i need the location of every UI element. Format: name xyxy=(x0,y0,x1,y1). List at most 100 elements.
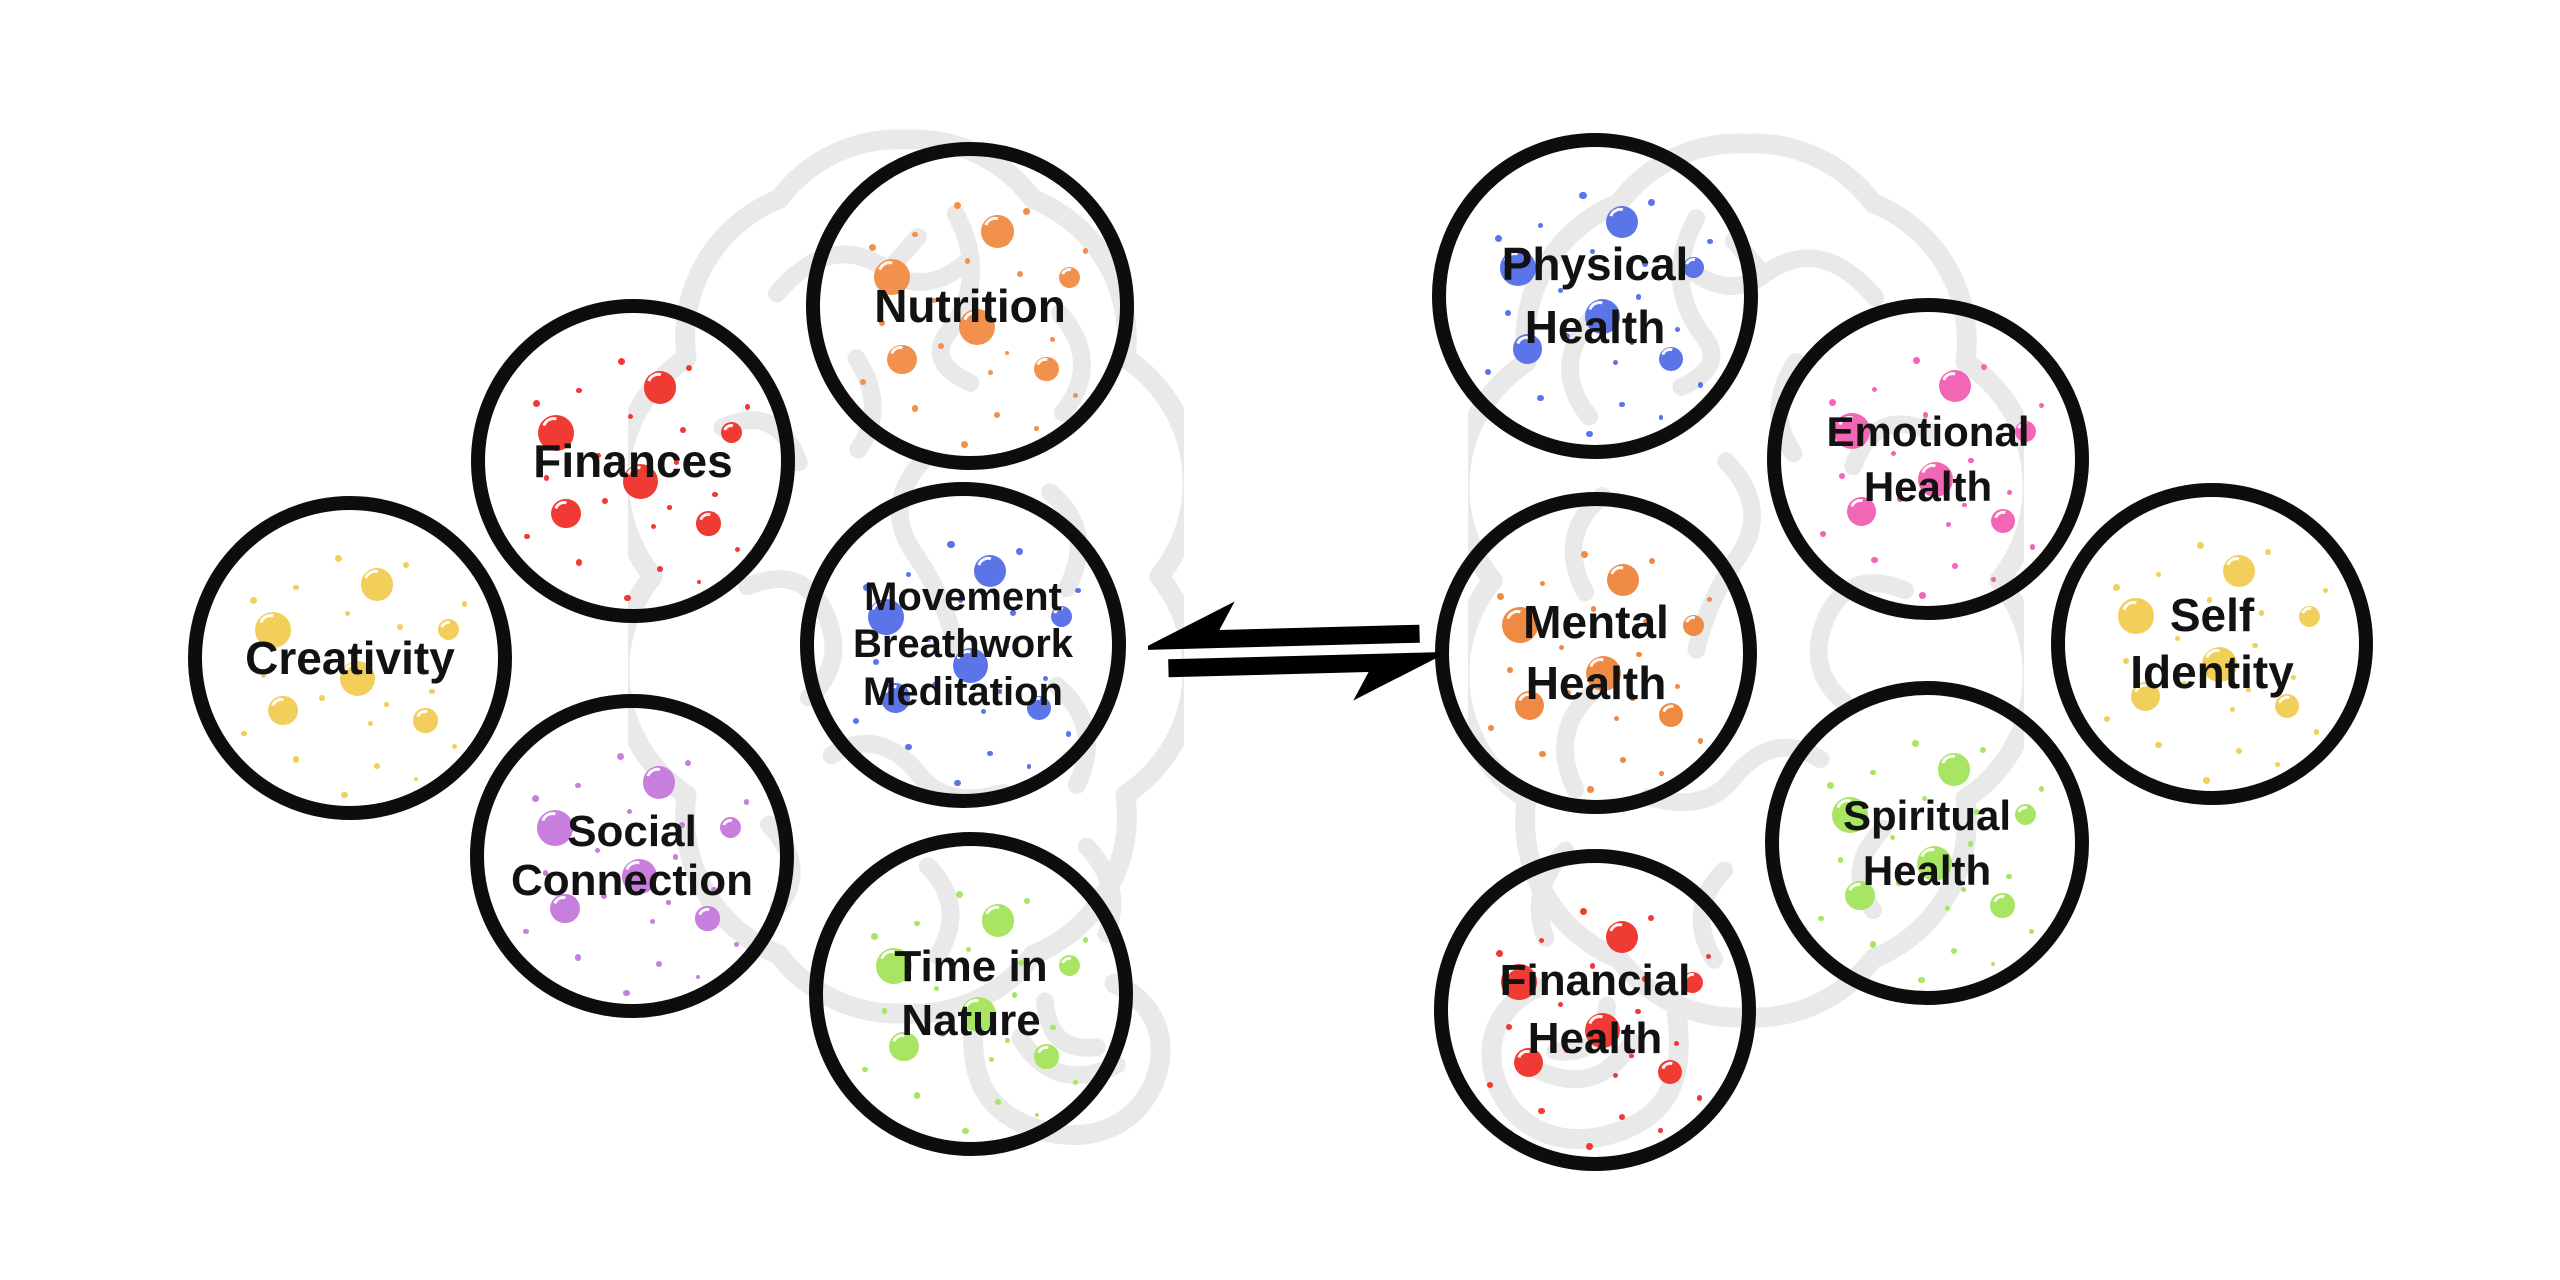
circle-label-finances: Finances xyxy=(485,313,781,609)
sparkle-dots-small xyxy=(524,533,531,540)
label-line: Movement xyxy=(864,575,1062,620)
sparkle-dots-small xyxy=(2112,583,2121,591)
sparkle-dots-large xyxy=(255,612,292,648)
label-line: Health xyxy=(1863,463,1993,510)
sparkle-dots-small xyxy=(2196,541,2204,549)
sparkle-dots-small xyxy=(2181,680,2188,687)
sparkle-dots-large xyxy=(551,499,581,529)
sparkle-dots-small xyxy=(574,954,582,961)
sparkle-dots-small xyxy=(367,721,374,727)
sparkle-dots-small xyxy=(616,753,624,761)
sparkle-dots-small xyxy=(292,756,300,763)
sparkle-dots-small xyxy=(2246,687,2251,693)
sparkle-dots-large xyxy=(2275,694,2300,719)
sparkle-dots-small xyxy=(523,928,530,935)
sparkle-dots-small xyxy=(2291,674,2297,680)
label-line: Nature xyxy=(901,996,1041,1045)
sparkle-dots-small xyxy=(2039,402,2045,408)
sparkle-dots-small xyxy=(2203,777,2210,784)
sparkle-dots-small xyxy=(384,702,389,707)
sparkle-dots-small xyxy=(862,1066,869,1073)
circle-label-nutrition: Nutrition xyxy=(820,156,1120,456)
sparkle-dots-small xyxy=(1696,1095,1702,1101)
equilibrium-double-arrow-icon xyxy=(1147,601,1441,701)
sparkle-dots-small xyxy=(390,656,396,662)
label-line: Financial xyxy=(1499,955,1691,1005)
sparkle-dots-large xyxy=(268,696,298,726)
sparkle-dots-small xyxy=(601,498,608,504)
sparkle-dots-small xyxy=(2323,587,2329,593)
sparkle-dots-small xyxy=(2235,748,2242,755)
label-line: Mental xyxy=(1523,596,1669,649)
sparkle-dots-small xyxy=(623,989,630,997)
label-line: Finances xyxy=(533,434,733,487)
sparkle-dots-small xyxy=(345,611,351,617)
sparkle-dots-large xyxy=(413,708,438,733)
sparkle-dots-small xyxy=(312,650,318,655)
sparkle-dots-small xyxy=(293,585,299,591)
sparkle-dots-small xyxy=(2258,610,2265,616)
sparkle-dots-small xyxy=(595,453,601,458)
label-line: Spiritual xyxy=(1842,791,2012,839)
sparkle-dots-large xyxy=(339,660,376,697)
sparkle-dots-large xyxy=(2299,605,2321,627)
sparkle-dots-small xyxy=(341,791,348,799)
sparkle-dots-small xyxy=(2155,571,2161,577)
sparkle-dots-small xyxy=(2313,729,2319,735)
sparkle-dots-small xyxy=(542,870,549,877)
label-line: Breathwork xyxy=(852,622,1074,667)
sparkle-dots-small xyxy=(2123,658,2130,665)
sparkle-dots-large xyxy=(2201,646,2238,683)
label-line: Emotional xyxy=(1826,407,2030,455)
sparkle-dots-large xyxy=(437,619,459,641)
sparkle-dots-small xyxy=(334,555,342,563)
sparkle-dots-small xyxy=(2029,928,2035,935)
sparkle-dots-large xyxy=(889,1032,919,1062)
sparkle-dots-small xyxy=(260,672,267,679)
sparkle-dots-small xyxy=(624,594,631,602)
circle-label-creativity: Creativity xyxy=(202,510,498,806)
sparkle-dots-small xyxy=(939,1031,946,1037)
sparkle-dots-small xyxy=(617,358,625,366)
sparkle-dots-small xyxy=(374,763,380,769)
sparkle-dots-small xyxy=(2103,716,2110,723)
sparkle-dots-small xyxy=(532,795,540,803)
sparkle-dots-small xyxy=(576,388,582,394)
sparkle-dots-small xyxy=(600,893,607,899)
label-line: Physical xyxy=(1501,237,1689,290)
circle-finances: Finances xyxy=(471,299,795,623)
sparkle-dots-small xyxy=(318,695,325,701)
sparkle-dots-large xyxy=(538,415,575,451)
sparkle-dots-small xyxy=(533,400,541,408)
sparkle-dots-small xyxy=(2155,741,2162,749)
sparkle-dots-small xyxy=(2229,706,2235,713)
label-line: Social xyxy=(567,806,697,856)
sparkle-dots-large xyxy=(537,810,574,846)
label-line: Nutrition xyxy=(874,279,1066,332)
circle-creativity: Creativity xyxy=(188,496,512,820)
sparkle-dots-small xyxy=(2175,636,2181,642)
label-line: Health xyxy=(1862,847,1992,894)
sparkle-dots-small xyxy=(250,597,258,605)
sparkle-dots-small xyxy=(575,559,583,566)
label-line: Connection xyxy=(511,856,753,905)
sparkle-dots-small xyxy=(2029,544,2035,550)
sparkle-dots-small xyxy=(396,623,403,630)
sparkle-dots-small xyxy=(241,730,248,737)
sparkle-dots-small xyxy=(2038,786,2045,792)
sparkle-dots-small xyxy=(2252,642,2258,648)
